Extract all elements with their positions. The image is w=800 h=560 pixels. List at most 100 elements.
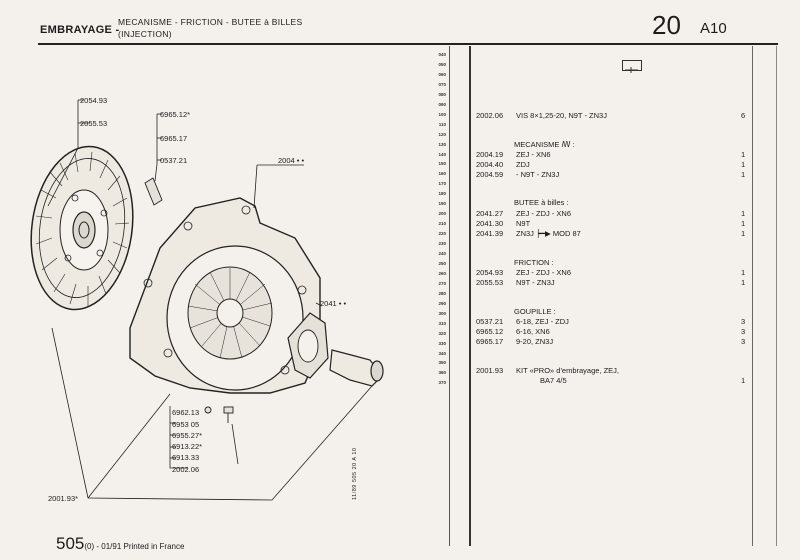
- guide-sleeve: [329, 349, 384, 387]
- friction-disc: [30, 145, 134, 311]
- line-number: 370: [438, 380, 446, 386]
- list-item: 2004.19 ZEJ - XN6 1: [476, 150, 751, 159]
- line-number: 220: [438, 231, 446, 237]
- line-number: 060: [438, 71, 446, 77]
- list-item: 2004.40 ZDJ 1: [476, 160, 751, 169]
- group-number: 20: [652, 10, 681, 40]
- line-number: 240: [438, 251, 446, 256]
- line-number: 150: [438, 161, 446, 167]
- line-number: 190: [438, 201, 446, 207]
- release-bearing: [287, 312, 329, 379]
- part-desc: ZDJ: [516, 160, 530, 169]
- part-ref: 2004.40: [476, 160, 504, 169]
- part-ref: 2001.93: [476, 366, 504, 375]
- list-item: 2004.59- N9T - ZN3J 1: [476, 170, 751, 179]
- line-number: 200: [438, 211, 446, 217]
- section-mecanisme: MECANISME ꟿ :: [514, 140, 575, 149]
- line-number: 270: [438, 280, 446, 286]
- part-desc: ZN3J ┝━▶ MOD 87: [516, 229, 581, 238]
- label-2054-93: 2054.93: [80, 96, 108, 105]
- part-qty: 1: [741, 170, 746, 179]
- line-number: 080: [438, 91, 446, 97]
- part-desc: 9-20, ZN3J: [516, 337, 554, 346]
- screw-part: [204, 406, 234, 423]
- part-ref: 0537.21: [476, 317, 504, 326]
- line-number: 170: [438, 181, 446, 187]
- part-qty: 1: [741, 150, 746, 159]
- part-desc: VIS 8×1,25-20, N9T - ZN3J: [516, 111, 607, 120]
- part-desc: ZEJ - ZDJ - XN6: [516, 209, 572, 218]
- part-ref: 2041.30: [476, 219, 504, 228]
- line-number: 310: [438, 320, 446, 326]
- page-footer: 505(0) - 01/91 Printed in France: [56, 534, 184, 554]
- line-number: 100: [438, 111, 446, 117]
- page-number-suffix: (0): [84, 542, 95, 551]
- label-6965-12: 6965.12*: [160, 110, 191, 119]
- column-rule: [469, 46, 471, 546]
- part-qty: 1: [741, 268, 746, 277]
- line-number: 230: [438, 241, 446, 247]
- model-symbol-icon: [622, 60, 642, 73]
- part-ref: 6965.17: [476, 337, 504, 346]
- subtitle-line-2: (INJECTION): [118, 29, 172, 39]
- list-item: BA7 4/5 1: [476, 376, 751, 385]
- group-code: A10: [700, 20, 727, 37]
- part-ref: 6965.12: [476, 327, 504, 336]
- line-number: 040: [438, 52, 446, 57]
- label-2055-53: 2055.53: [80, 119, 108, 128]
- line-number: 320: [438, 330, 446, 336]
- list-item: 2001.93 KIT «PRO» d'embrayage, ZEJ,: [476, 366, 751, 375]
- page-number: 505: [56, 534, 85, 553]
- part-qty: 1: [741, 376, 746, 385]
- part-ref: 2002.06: [476, 111, 504, 120]
- line-number: 330: [438, 340, 446, 346]
- part-ref: 2004.59: [476, 170, 504, 179]
- list-item: 2055.53 N9T - ZN3J 1: [476, 278, 751, 287]
- print-info: - 01/91 Printed in France: [94, 542, 185, 551]
- label-6953-05: 6953 05: [172, 420, 200, 429]
- part-ref: 2055.53: [476, 278, 504, 287]
- part-desc: ZEJ - ZDJ - XN6: [516, 268, 572, 277]
- clutch-drawing: [30, 99, 384, 501]
- leader-lines: [47, 99, 373, 501]
- line-number: 070: [438, 81, 446, 87]
- label-2041: 2041 • •: [320, 299, 347, 308]
- line-number: 340: [438, 350, 446, 356]
- label-6955-27: 6955.27*: [172, 431, 203, 440]
- label-6965-17: 6965.17: [160, 134, 188, 143]
- column-rule: [776, 46, 777, 546]
- part-qty: 1: [741, 160, 746, 169]
- line-number: 290: [438, 300, 446, 306]
- part-qty: 3: [741, 317, 746, 326]
- part-desc: N9T - ZN3J: [516, 278, 555, 287]
- part-desc: KIT «PRO» d'embrayage, ZEJ,: [516, 366, 620, 375]
- section-butee: BUTEE à billes :: [514, 198, 569, 207]
- line-number: 360: [438, 370, 446, 376]
- line-number: 250: [438, 260, 446, 266]
- line-number: 180: [438, 191, 446, 197]
- line-number: 350: [438, 360, 446, 366]
- part-qty: 1: [741, 278, 746, 287]
- part-desc: 6-16, XN6: [516, 327, 550, 336]
- label-6913-22: 6913.22*: [172, 442, 203, 451]
- line-number: 130: [438, 141, 446, 147]
- label-2002-06: 2002.06: [172, 465, 200, 474]
- part-desc: BA7 4/5: [540, 376, 567, 385]
- part-desc: ZEJ - XN6: [516, 150, 551, 159]
- line-number: 280: [438, 290, 446, 296]
- part-desc: N9T: [516, 219, 531, 228]
- line-number: 140: [438, 151, 446, 157]
- part-ref: 2041.27: [476, 209, 504, 218]
- label-2001-93: 2001.93*: [48, 494, 79, 503]
- part-ref: 2041.39: [476, 229, 504, 238]
- column-rule: [752, 46, 753, 546]
- part-qty: 6: [741, 111, 746, 120]
- part-ref: 2004.19: [476, 150, 504, 159]
- line-number: 210: [438, 221, 446, 227]
